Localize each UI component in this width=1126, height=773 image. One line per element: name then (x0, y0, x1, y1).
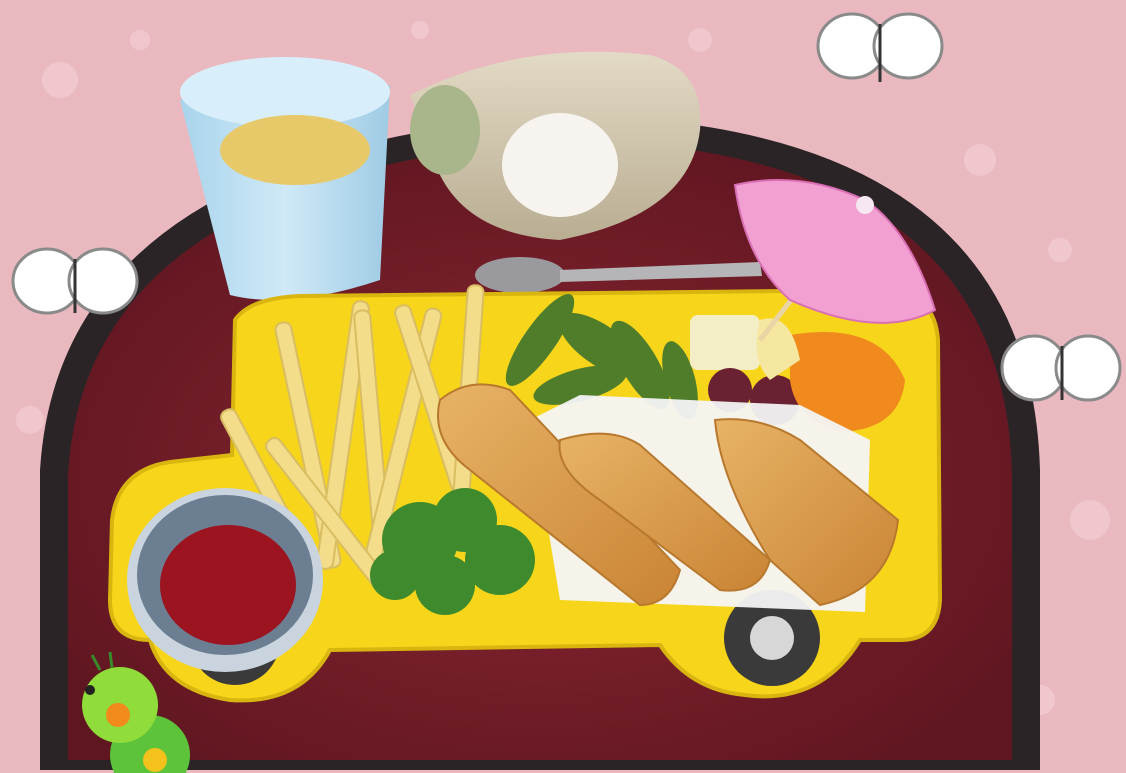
french-fries (220, 284, 485, 593)
small-bowl (410, 51, 701, 240)
butterfly-sticker-left (11, 247, 139, 315)
caterpillar-sticker (82, 651, 190, 773)
ketchup-dish (127, 488, 323, 672)
butterfly-sticker-right (1000, 334, 1122, 402)
paper-umbrella (733, 179, 937, 342)
spoon (475, 257, 762, 293)
butterfly-sticker-top-right (816, 12, 944, 82)
fried-fish-fillets (437, 383, 900, 607)
edamame-pods (505, 294, 698, 419)
parsley-garnish (370, 488, 535, 615)
juice-cup (180, 57, 390, 300)
